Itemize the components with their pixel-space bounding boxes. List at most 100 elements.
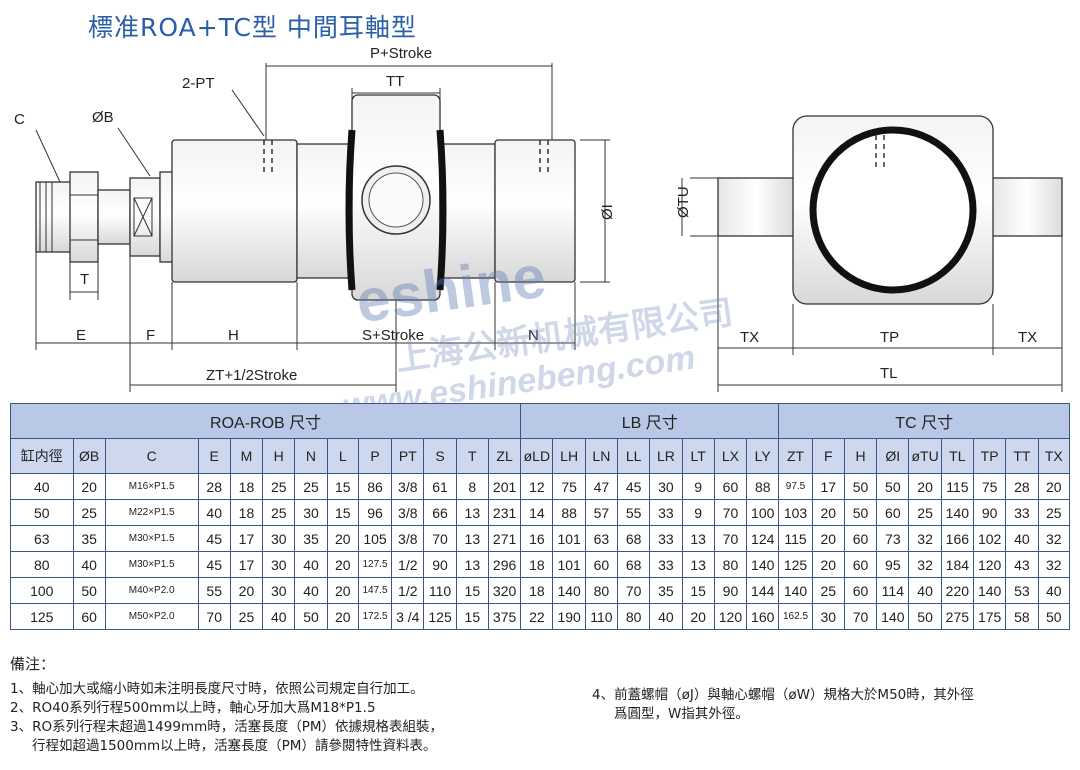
table-cell: 102 [972, 525, 1007, 552]
table-cell: 43 [1005, 551, 1039, 578]
table-cell: 125 [423, 603, 457, 630]
table-cell: 375 [487, 603, 522, 630]
column-header: T [455, 438, 489, 474]
table-cell: 231 [487, 499, 522, 526]
group-lb: LB 尺寸 [520, 403, 780, 439]
table-cell: 97.5 [778, 473, 813, 500]
table-cell: 105 [357, 525, 393, 552]
table-cell: 47 [584, 473, 619, 500]
table-cell: 20 [326, 603, 359, 630]
table-cell: 18 [229, 499, 264, 526]
table-cell: 140 [778, 577, 813, 604]
column-header: PT [391, 438, 425, 474]
table-cell: 17 [229, 525, 264, 552]
table-cell: 50 [10, 499, 74, 526]
note-item: 2、RO40系列行程500mm以上時，軸心牙加大爲M18*P1.5 [10, 700, 376, 716]
column-header: LH [552, 438, 586, 474]
table-cell: 40 [197, 499, 231, 526]
table-cell: 220 [940, 577, 974, 604]
table-cell: 124 [746, 525, 780, 552]
table-cell: 115 [778, 525, 813, 552]
label-tx-right: TX [1018, 329, 1037, 346]
table-cell: 166 [940, 525, 974, 552]
table-cell: 40 [262, 603, 296, 630]
table-cell: 140 [552, 577, 586, 604]
table-cell: 70 [423, 525, 457, 552]
table-cell: 18 [229, 473, 264, 500]
table-cell: 96 [357, 499, 393, 526]
table-cell: 14 [520, 499, 554, 526]
table-cell: 147.5 [357, 577, 393, 604]
column-header: C [104, 438, 199, 474]
table-cell: 20 [681, 603, 715, 630]
table-cell: 13 [455, 551, 489, 578]
column-header: TL [940, 438, 974, 474]
table-cell: 18 [520, 577, 554, 604]
note-item: 3、RO系列行程未超過1499mm時，活塞長度（PM）依據規格表組裝， [10, 719, 444, 735]
label-otu: ØTU [675, 186, 692, 218]
group-roa-rob: ROA-ROB 尺寸 [9, 403, 522, 439]
table-cell: 33 [1005, 499, 1039, 526]
column-header: H [262, 438, 296, 474]
table-cell: 28 [1005, 473, 1039, 500]
table-cell: 22 [520, 603, 554, 630]
column-header: TX [1037, 438, 1071, 474]
table-cell: 88 [746, 473, 780, 500]
table-cell: 40 [294, 577, 328, 604]
table-cell: 58 [1005, 603, 1039, 630]
table-cell: 60 [843, 525, 878, 552]
group-tc: TC 尺寸 [778, 403, 1070, 439]
table-cell: 13 [455, 525, 489, 552]
table-cell: 3/8 [391, 499, 425, 526]
column-header: ØB [72, 438, 106, 474]
table-cell: 90 [972, 499, 1007, 526]
table-cell: 50 [908, 603, 942, 630]
table-cell: 275 [940, 603, 974, 630]
column-header: øLD [520, 438, 554, 474]
table-cell: 125 [778, 551, 813, 578]
column-header: LY [746, 438, 780, 474]
column-header: M [229, 438, 264, 474]
table-cell: 50 [843, 473, 878, 500]
table-cell: 57 [584, 499, 619, 526]
table-cell: 33 [649, 525, 683, 552]
table-cell: M16×P1.5 [104, 473, 199, 500]
column-header: P [357, 438, 393, 474]
table-cell: 45 [617, 473, 651, 500]
barrel-right [439, 143, 496, 279]
page-title: 標准ROA+TC型 中間耳軸型 [88, 13, 417, 42]
table-cell: 9 [681, 473, 715, 500]
table-cell: 9 [681, 499, 715, 526]
table-cell: 40 [10, 473, 74, 500]
table-cell: 63 [584, 525, 619, 552]
table-cell: 320 [487, 577, 522, 604]
table-cell: 184 [940, 551, 974, 578]
table-cell: 201 [487, 473, 522, 500]
table-cell: 1/2 [391, 551, 425, 578]
table-cell: 20 [1037, 473, 1071, 500]
column-header: ZL [487, 438, 522, 474]
table-cell: 20 [811, 525, 845, 552]
label-e: E [76, 327, 86, 344]
table-cell: 55 [197, 577, 231, 604]
table-cell: 17 [229, 551, 264, 578]
column-header: H [843, 438, 878, 474]
table-cell: 40 [1005, 525, 1039, 552]
table-cell: 90 [713, 577, 748, 604]
table-cell: 25 [229, 603, 264, 630]
table-cell: 25 [908, 499, 942, 526]
table-cell: 80 [10, 551, 74, 578]
table-cell: 25 [72, 499, 106, 526]
table-cell: 68 [617, 525, 651, 552]
table-cell: 45 [197, 551, 231, 578]
table-cell: 40 [72, 551, 106, 578]
table-cell: 40 [649, 603, 683, 630]
label-n: N [528, 327, 539, 344]
rod-thread [35, 181, 77, 253]
table-cell: 60 [584, 551, 619, 578]
table-cell: 3/8 [391, 473, 425, 500]
barrel-left [296, 143, 353, 279]
table-cell: 30 [649, 473, 683, 500]
